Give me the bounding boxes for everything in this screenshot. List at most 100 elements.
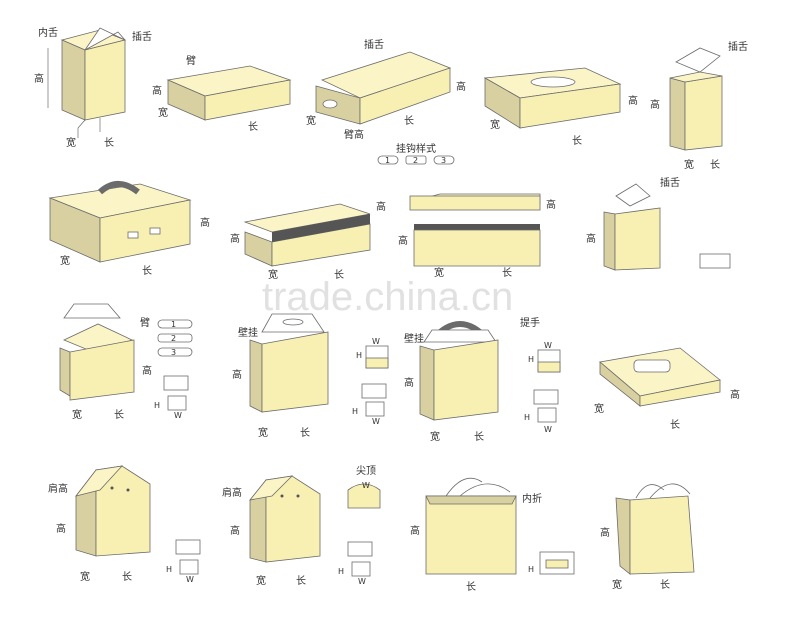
cake-box-slot-2 [149,227,161,235]
label-kuan: 宽 [66,136,76,149]
label-gao-16: 高 [410,524,420,537]
label-kuan-13: 宽 [594,402,604,415]
label-gua-gou: 挂钩样式 [396,142,436,155]
label-gao-17: 高 [600,526,610,539]
hook-detail-11b [361,383,387,399]
hook-opt-num-1: 1 [171,320,176,329]
hook-num-1: 1 [385,156,390,165]
label-gao-3: 高 [456,80,466,93]
hook-detail-14a [175,539,201,555]
label-gao-2: 高 [152,84,162,97]
label-gao-7b: 高 [230,232,240,245]
box-wall-handle: 壁挂 高 宽 长 W H H W [232,313,389,439]
label-gao-8b: 高 [398,234,408,247]
box-lid-separate: 高 高 宽 长 [398,193,556,279]
label-h-14: H [166,565,172,574]
label-ti-shou: 提手 [520,316,540,329]
bag-paper-1: 内折 高 长 H [410,477,575,593]
label-w-14: W [186,575,194,584]
handle-hole-11 [282,318,304,326]
label-bi-gua: 壁挂 [238,326,258,339]
label-kuan-4: 宽 [490,118,500,131]
hook-opt-num-3: 3 [171,348,176,357]
label-chang-5: 长 [710,159,720,171]
hook-style-3 [433,155,455,165]
label-cha-she-3: 插舌 [364,38,384,51]
label-gao-15: 高 [230,524,240,537]
label-kuan-15: 宽 [256,574,266,587]
label-bi-gao: 臂高 [344,128,364,141]
label-h-11a: H [356,351,362,360]
label-chang-8: 长 [502,267,512,279]
label-gao-8: 高 [546,198,556,211]
label-gao-14: 高 [56,522,66,535]
bag-handle-1a [445,477,483,497]
label-chang-7: 长 [334,269,344,281]
label-gao-9: 高 [586,232,596,245]
label-chang-6: 长 [142,265,152,277]
box-house-2: 肩高 高 宽 长 尖顶 W H W [222,464,381,587]
label-w-12a: W [544,341,552,350]
box-tall-hang-tab: 插舌 高 宽 长 [650,40,748,171]
label-kuan-14: 宽 [80,570,90,583]
hook-opt-3 [157,347,193,357]
watermark-text: trade.china.cn [262,275,513,319]
box-hanging-hook: 插舌 高 宽 臂高 长 挂钩样式 1 2 3 [306,38,466,165]
label-chang: 长 [104,137,114,149]
label-chang-14: 长 [122,571,132,583]
hook-style-2 [405,155,427,165]
label-nei-zhe: 内折 [522,492,542,505]
label-h-15: H [338,567,344,576]
label-kuan-7: 宽 [268,268,278,281]
hook-opt-1 [157,319,193,329]
box-tall-tuck-1: 内舌 插舌 高 宽 长 [34,26,152,149]
peak-detail [347,483,381,509]
bag-paper-2: 高 宽 长 [600,483,695,591]
hook-detail-14b [179,559,199,575]
label-h-11b: H [352,407,358,416]
box-flat-handle: 宽 高 长 [594,347,740,431]
label-gao-10: 高 [142,364,152,377]
label-bi-gua-12: 壁挂 [404,332,424,345]
label-w-15a: W [362,481,370,490]
label-w-15b: W [358,577,366,586]
box-carry-handle: 壁挂 高 宽 长 提手 W H H W [404,316,561,443]
label-gao-12: 高 [404,376,414,389]
label-gao-6: 高 [200,216,210,229]
label-h-12a: H [528,355,534,364]
box-hanger-tab: 插舌 高 [586,176,731,271]
label-bi: 臂 [186,54,196,67]
box-tissue: 高 宽 长 [483,67,638,147]
label-nei-she: 内舌 [38,26,58,39]
hook-num-2: 2 [413,156,418,165]
box-flat-arm: 臂 高 宽 长 [152,54,292,133]
label-chang-11: 长 [300,427,310,439]
label-h-12b: H [524,413,530,422]
hook-detail-12b [533,389,559,405]
label-kuan-3: 宽 [306,114,316,127]
label-cha-she: 插舌 [132,30,152,43]
label-chang-15: 长 [296,575,306,587]
label-jian-ding: 尖顶 [356,464,376,477]
label-cha-she-5: 插舌 [728,40,748,53]
hook-style-1 [377,155,399,165]
hook-opt-2 [157,333,193,343]
cake-box-handle [98,181,140,195]
label-w-11b: W [372,417,380,426]
tissue-opening [530,76,576,88]
box-hanging-3: 臂 1 2 3 高 宽 长 H W [59,303,193,421]
label-gao-4: 高 [628,94,638,107]
hook-detail-12c [537,407,557,423]
bag-handle-1b [459,483,511,497]
hook-detail-15b [351,561,371,577]
hook-detail-15a [347,541,373,557]
hook-detail-a [163,375,189,391]
label-w-10: W [174,411,182,420]
hook-detail-11c [365,401,385,417]
label-kuan-11: 宽 [258,426,268,439]
label-kuan-2: 宽 [158,106,168,119]
label-w-12b: W [544,425,552,434]
box-house-1: 肩高 高 宽 长 H W [48,465,201,584]
bag-handle-2a [635,484,665,499]
